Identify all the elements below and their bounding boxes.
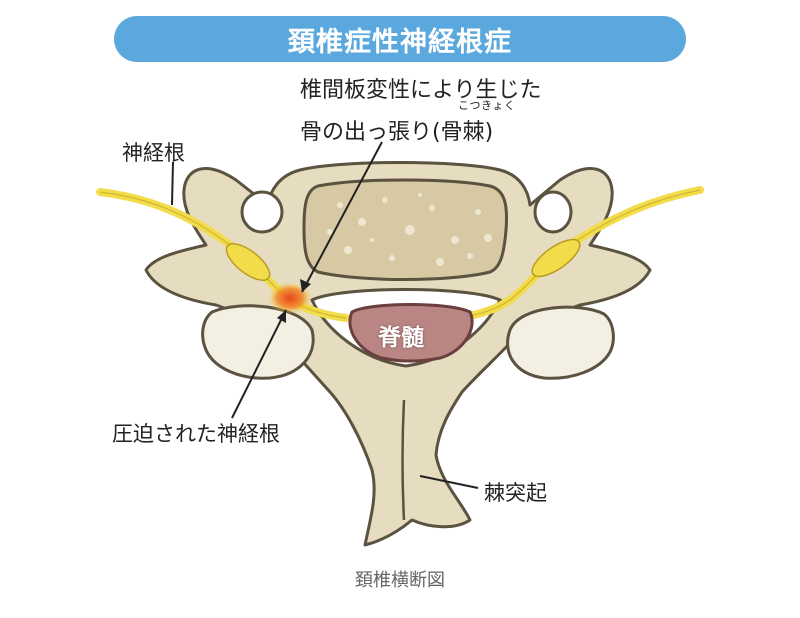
compressed-nerve-root-label: 圧迫された神経根 xyxy=(112,422,280,446)
title-banner: 頚椎症性神経根症 xyxy=(114,16,686,62)
page-title: 頚椎症性神経根症 xyxy=(288,26,512,58)
bone-texture xyxy=(327,193,492,266)
compression-highlight xyxy=(268,282,312,314)
right-foramen xyxy=(533,190,573,234)
compressed-nerve-leader-line xyxy=(231,309,287,419)
spinal-cord-label: 脊髄 xyxy=(378,325,424,351)
spinal-cord xyxy=(348,303,474,363)
osteophyte-callout-line2: 骨の出っ張り(骨棘) xyxy=(300,120,494,145)
nerve-root-label: 神経根 xyxy=(122,141,185,165)
spinous-process-leader-line xyxy=(419,475,479,489)
left-foramen xyxy=(240,190,284,234)
spinous-process-label: 棘突起 xyxy=(484,481,547,505)
right-facet xyxy=(506,305,615,380)
figure-caption: 頚椎横断図 xyxy=(355,570,445,591)
nerve-root-leader-line xyxy=(171,161,174,206)
osteophyte-callout-line1: 椎間板変性により生じた xyxy=(300,78,542,103)
osteophyte-leader-line xyxy=(301,141,383,293)
osteophyte-ruby: こつきょく xyxy=(458,99,516,112)
